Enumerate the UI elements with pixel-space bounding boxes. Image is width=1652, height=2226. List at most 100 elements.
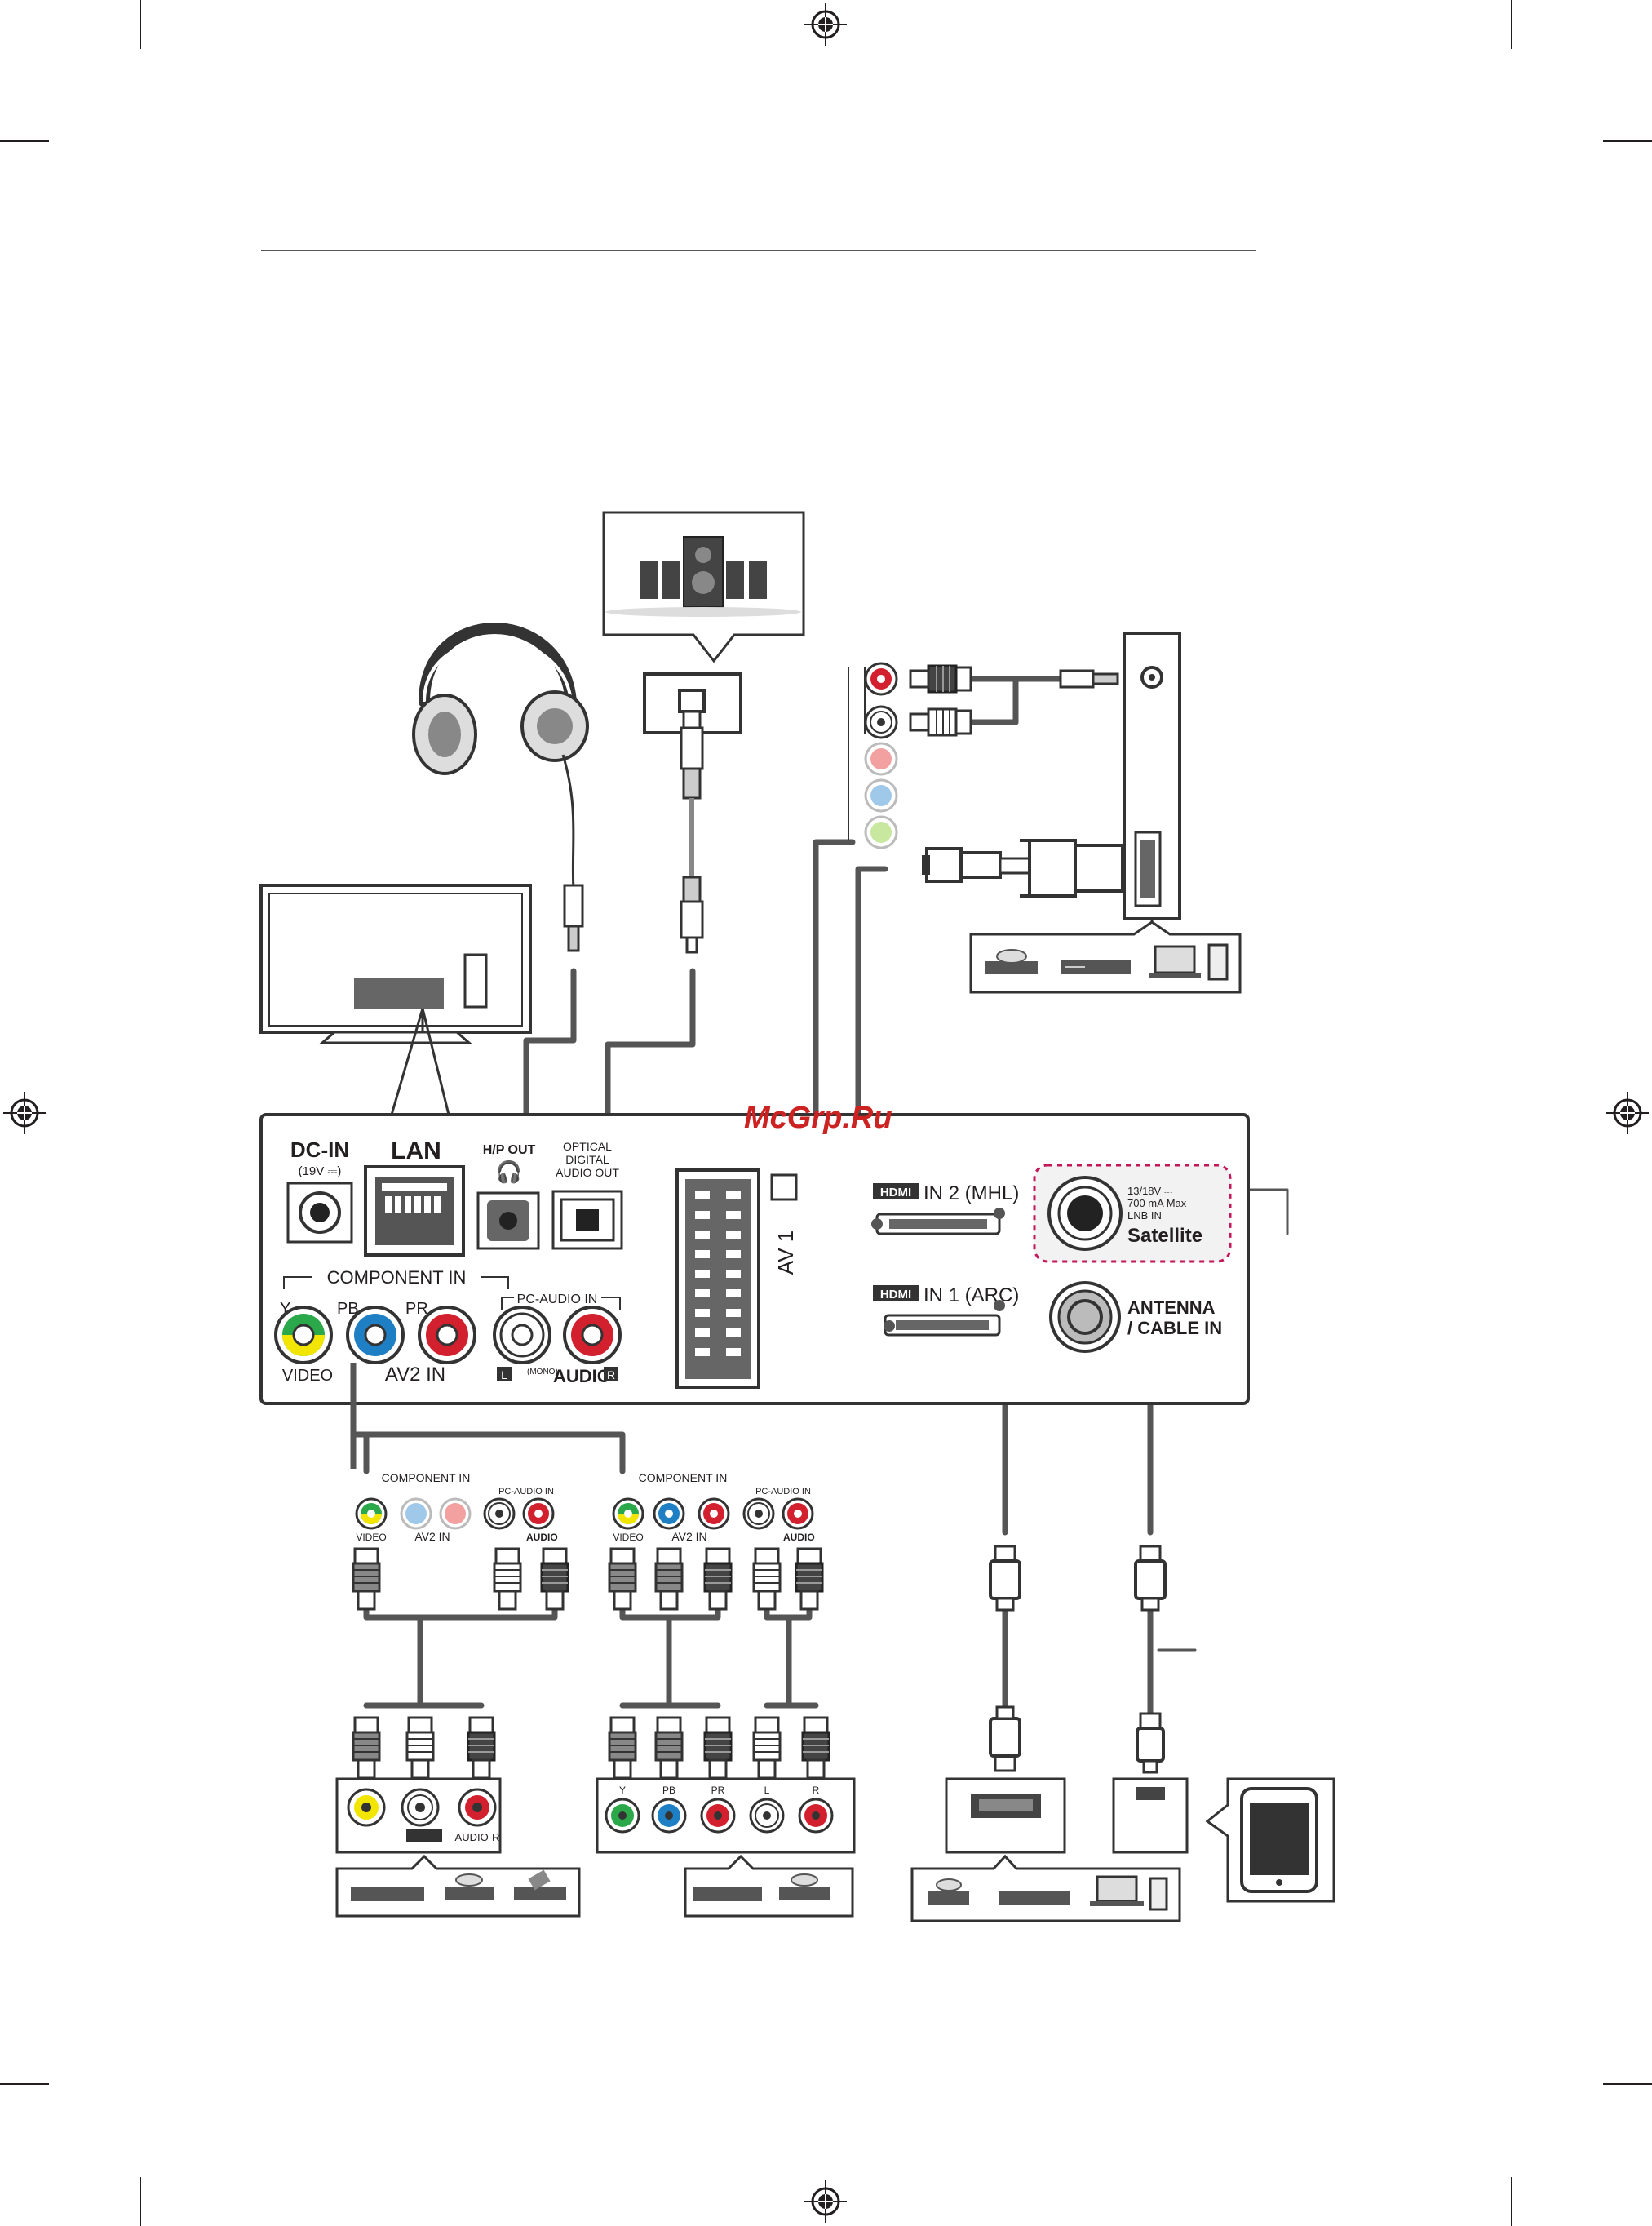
satellite-spec-line1: 13/18V ⎓ <box>1127 1185 1172 1197</box>
pb-label: PB <box>337 1300 359 1318</box>
hdmi-source-devices <box>910 1854 1181 1922</box>
tv-rear-panel: DC-IN (19V ⎓) LAN H/P OUT 🎧 OPTICAL DIGI… <box>259 1101 1250 1405</box>
pr-label: PR <box>405 1300 428 1318</box>
registration-mark-icon <box>803 2 848 47</box>
mini-pc-audio-in-label: PC-AUDIO IN <box>755 1487 811 1497</box>
pc-audio-cable <box>909 664 1119 737</box>
lan-label: LAN <box>391 1137 441 1164</box>
component-in-label: COMPONENT IN <box>327 1267 467 1288</box>
watermark: McGrp.Ru <box>744 1101 892 1135</box>
dvd-player-icon <box>779 1887 830 1900</box>
mini-component-in-label: COMPONENT IN <box>639 1471 728 1484</box>
dvd-player-icon <box>445 1887 494 1900</box>
hdmi1-port[interactable] <box>884 1300 1005 1337</box>
registration-mark-icon <box>1605 1090 1650 1136</box>
headphones-icon <box>412 623 589 952</box>
antenna-label-line2: / CABLE IN <box>1127 1318 1222 1338</box>
av2-mini-panel-left: COMPONENT IN PC-AUDIO IN VIDEO AV2 IN AU… <box>350 1363 558 1543</box>
hdmi-plugs <box>989 1545 1167 1774</box>
hdmi2-label: IN 2 (MHL) <box>923 1182 1019 1204</box>
pc-audio-in-label: PC-AUDIO IN <box>517 1293 598 1306</box>
rca-plugs-upper <box>352 1547 824 1611</box>
optical-label-line2: DIGITAL <box>565 1153 609 1166</box>
video-label: VIDEO <box>282 1367 333 1385</box>
registration-mark-icon <box>803 2179 848 2224</box>
mini-av2-in-label: AV2 IN <box>671 1530 706 1543</box>
audio-l-jack[interactable] <box>493 1306 551 1364</box>
av1-label: AV 1 <box>773 1231 798 1275</box>
speaker-callout <box>602 511 805 663</box>
audio-r-jack[interactable] <box>563 1306 622 1364</box>
hdmi2-port[interactable] <box>871 1208 1005 1235</box>
dvd-player-icon <box>985 949 1038 974</box>
hp-out-label: H/P OUT <box>483 1143 536 1157</box>
mini-video-label: VIDEO <box>356 1532 386 1543</box>
pb-jack[interactable] <box>346 1306 405 1364</box>
optical-connector <box>643 672 742 954</box>
component-device-jacks: Y PB PR L R <box>596 1777 856 1854</box>
dvd-player-icon <box>928 1891 969 1905</box>
av2-in-label: AV2 IN <box>385 1364 445 1386</box>
svg-text:L: L <box>764 1785 770 1796</box>
laptop-icon <box>1090 1875 1144 1906</box>
scart-icon <box>770 1173 798 1201</box>
dc-in-label: DC-IN <box>290 1137 349 1162</box>
set-top-box-icon <box>1061 960 1131 974</box>
l-label: L <box>501 1368 507 1381</box>
mini-audio-label: AUDIO <box>526 1532 558 1543</box>
dvi-cable <box>922 839 1124 898</box>
satellite-box: 13/18V ⎓ 700 mA Max LNB IN Satellite <box>1033 1164 1232 1263</box>
mini-component-in-label: COMPONENT IN <box>382 1471 471 1484</box>
satellite-spec-line2: 700 mA Max <box>1127 1197 1187 1209</box>
hdmi2-label-group: HDMI IN 2 (MHL) <box>873 1182 1019 1204</box>
vcr-icon <box>351 1887 424 1901</box>
av2-mini-panel-right: COMPONENT IN PC-AUDIO IN VIDEO AV2 IN AU… <box>612 1471 815 1543</box>
svg-text:R: R <box>813 1785 820 1796</box>
optical-label-line1: OPTICAL <box>563 1140 612 1153</box>
registration-mark-icon <box>2 1090 47 1136</box>
mhl-port <box>1112 1777 1189 1854</box>
vcr-icon <box>693 1887 762 1901</box>
audio-label: AUDIO <box>553 1366 611 1386</box>
dc-in-spec-label: (19V ⎓) <box>299 1164 342 1178</box>
camcorder-icon <box>514 1887 566 1900</box>
satellite-spec-line3: LNB IN <box>1127 1209 1162 1222</box>
mini-av2-in-label: AV2 IN <box>414 1530 450 1543</box>
satellite-jack[interactable] <box>1067 1195 1103 1231</box>
av-device-jacks: AUDIO-R <box>335 1777 502 1854</box>
optical-label-line3: AUDIO OUT <box>556 1166 619 1179</box>
rca-plugs-lower <box>352 1716 830 1780</box>
desktop-tower-icon <box>1207 943 1229 981</box>
headphone-icon: 🎧 <box>496 1160 522 1184</box>
antenna-jack[interactable] <box>1049 1281 1121 1353</box>
svg-text:Y: Y <box>619 1785 626 1796</box>
pc-side-panel <box>1123 632 1181 934</box>
mono-label: (MONO) <box>527 1368 558 1377</box>
hdmi-source-port <box>945 1777 1066 1854</box>
pc-source-devices <box>969 920 1242 994</box>
antenna-label-line1: ANTENNA <box>1127 1297 1216 1318</box>
pr-jack[interactable] <box>418 1306 476 1364</box>
desktop-tower-icon <box>1149 1877 1168 1911</box>
device-audio-r-label: AUDIO-R <box>455 1831 500 1843</box>
svg-text:PR: PR <box>711 1785 725 1796</box>
set-top-box-icon <box>999 1891 1070 1905</box>
mini-panel-vertical <box>848 662 898 849</box>
tv-rear-icon <box>259 884 532 1115</box>
hdmi-logo: HDMI <box>880 1186 911 1199</box>
mini-audio-label: AUDIO <box>783 1532 815 1543</box>
av-source-devices <box>335 1854 581 1918</box>
smartphone-callout <box>1205 1777 1335 1903</box>
hdmi-logo: HDMI <box>880 1288 911 1301</box>
speaker-system-icon <box>605 536 801 617</box>
svg-text:PB: PB <box>662 1785 675 1796</box>
component-source-devices <box>684 1854 854 1918</box>
laptop-icon <box>1149 945 1201 978</box>
scart-pins <box>695 1191 741 1356</box>
r-label: R <box>607 1368 615 1381</box>
hdmi1-label: IN 1 (ARC) <box>923 1284 1019 1306</box>
mini-video-label: VIDEO <box>613 1532 643 1543</box>
video-y-jack[interactable] <box>274 1306 333 1364</box>
